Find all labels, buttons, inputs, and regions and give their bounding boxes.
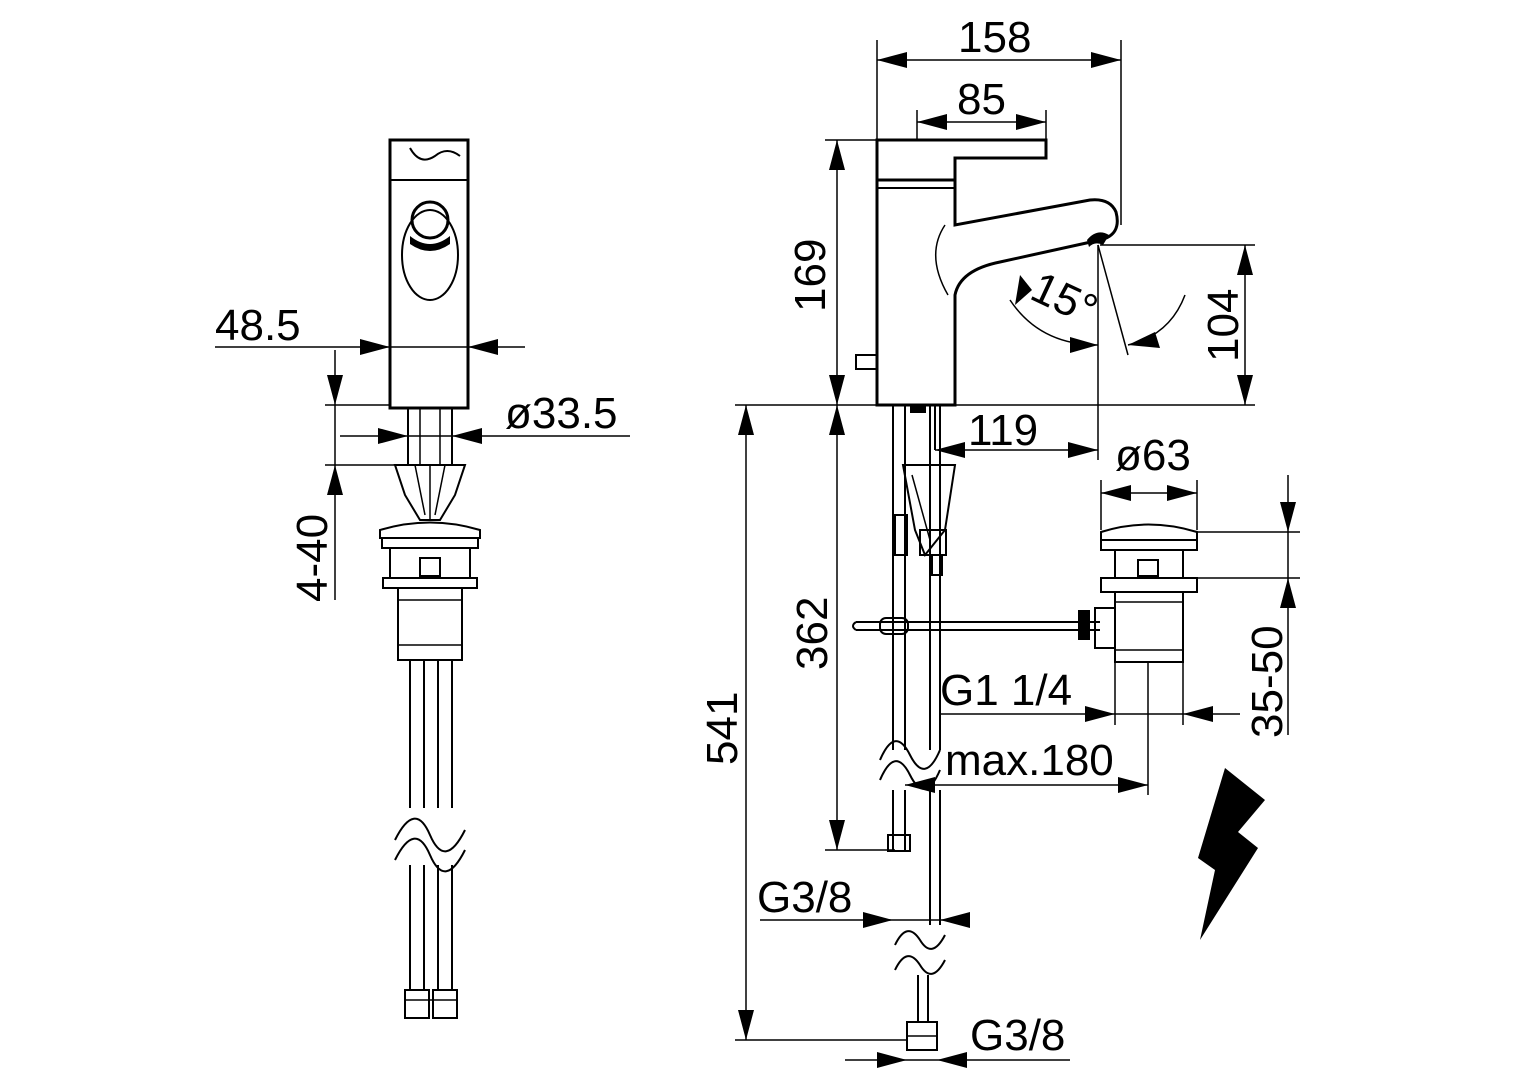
waste-linkage: [901, 464, 957, 557]
hose-nut-front-2: [432, 989, 458, 1019]
dim-119: 119: [968, 406, 1038, 455]
dim-g3-8-top: G3/8: [757, 873, 852, 922]
side-view: [735, 40, 1300, 1068]
lever-front: [401, 209, 459, 301]
dim-g1-1-4: G1 1/4: [940, 666, 1072, 715]
dim-541: 541: [698, 692, 747, 765]
dim-169: 169: [786, 239, 835, 312]
dim-35-50: 35-50: [1243, 625, 1292, 738]
dim-diameter-63: ø63: [1115, 431, 1191, 480]
dim-48-5: 48.5: [215, 301, 301, 350]
dim-g3-8-bottom: G3/8: [970, 1011, 1065, 1060]
waste-cone-front: [393, 464, 467, 521]
dim-4-40: 4-40: [288, 514, 337, 602]
dim-104: 104: [1199, 289, 1248, 362]
front-view: [215, 138, 630, 1019]
dim-158: 158: [958, 13, 1031, 62]
faucet-body-front: [388, 138, 470, 410]
lightning-icon: [1198, 768, 1265, 940]
dim-85: 85: [957, 75, 1006, 124]
dim-diameter-33-5: ø33.5: [505, 389, 618, 438]
popup-knob: [855, 354, 878, 370]
faucet-body-side: [875, 180, 1119, 407]
hose-nut-front-1: [404, 989, 430, 1019]
dim-angle-15: 15°: [1024, 263, 1105, 336]
lever-side: [875, 138, 1048, 182]
dim-max-180: max.180: [945, 736, 1114, 785]
waste-plug-front: [379, 521, 481, 539]
waste-plug-side: [1100, 523, 1198, 541]
dim-362: 362: [788, 597, 837, 670]
